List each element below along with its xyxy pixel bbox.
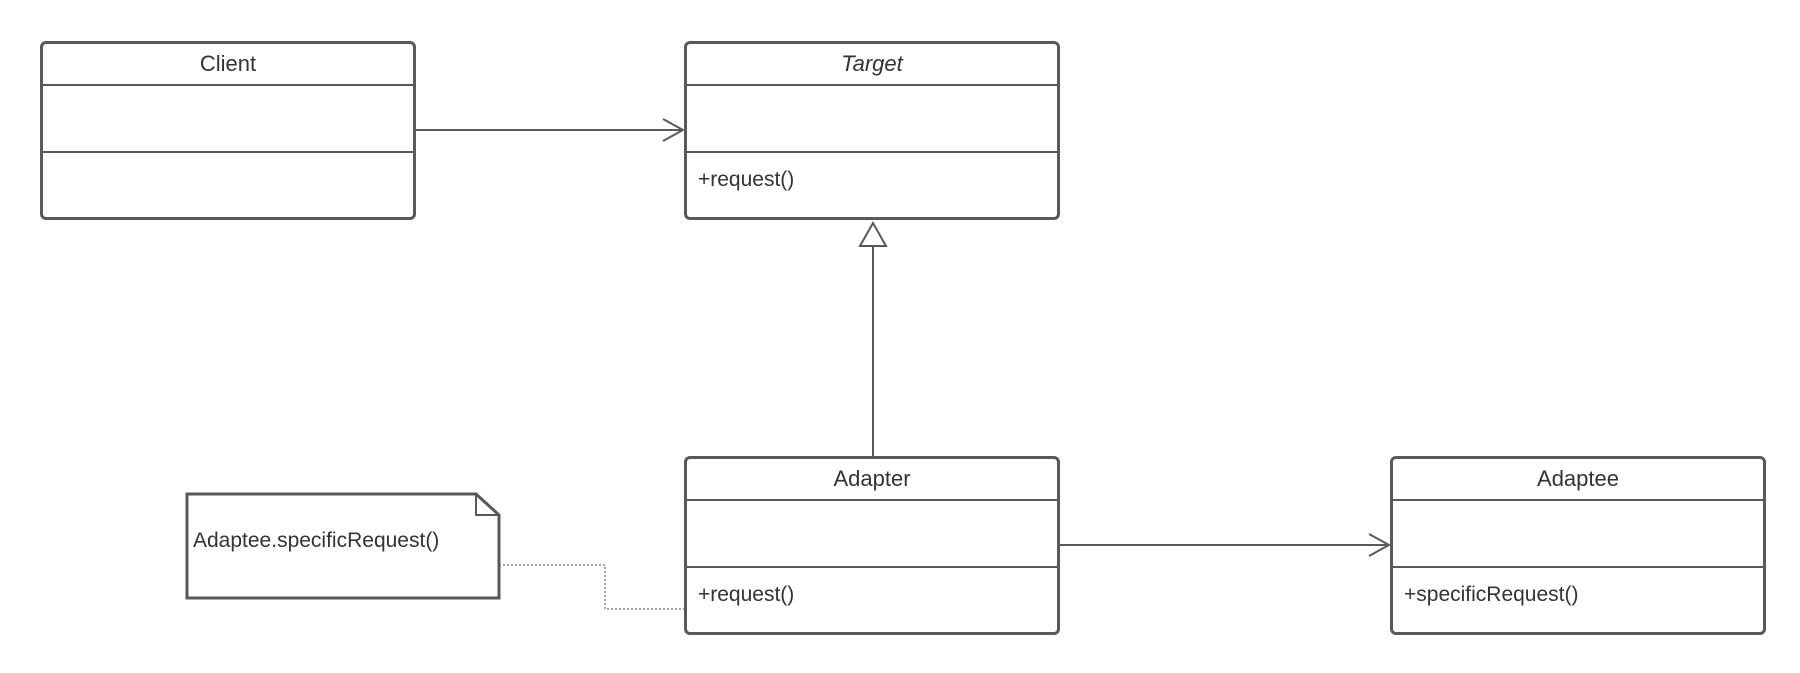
class-target[interactable]: Target +request() — [684, 41, 1060, 220]
class-adapter-attributes — [687, 501, 1057, 568]
class-client-attributes — [43, 86, 413, 153]
class-adaptee-name: Adaptee — [1393, 459, 1763, 501]
class-target-name: Target — [687, 44, 1057, 86]
class-client-name: Client — [43, 44, 413, 86]
note-anchor-line — [499, 564, 713, 610]
association-client-target — [415, 118, 686, 142]
class-adaptee-operations: +specificRequest() — [1404, 583, 1579, 606]
class-adapter[interactable]: Adapter +request() — [684, 456, 1060, 635]
class-target-operations: +request() — [698, 168, 795, 191]
note-shape — [185, 492, 501, 600]
generalization-adapter-target — [858, 220, 888, 456]
class-client-operations — [43, 153, 413, 217]
class-client[interactable]: Client — [40, 41, 416, 220]
class-target-attributes — [687, 86, 1057, 153]
class-adapter-operations: +request() — [698, 583, 795, 606]
class-adaptee[interactable]: Adaptee +specificRequest() — [1390, 456, 1766, 635]
note-text: Adaptee.specificRequest() — [193, 529, 440, 552]
association-adapter-adaptee — [1058, 533, 1392, 557]
class-adapter-name: Adapter — [687, 459, 1057, 501]
class-adaptee-attributes — [1393, 501, 1763, 568]
